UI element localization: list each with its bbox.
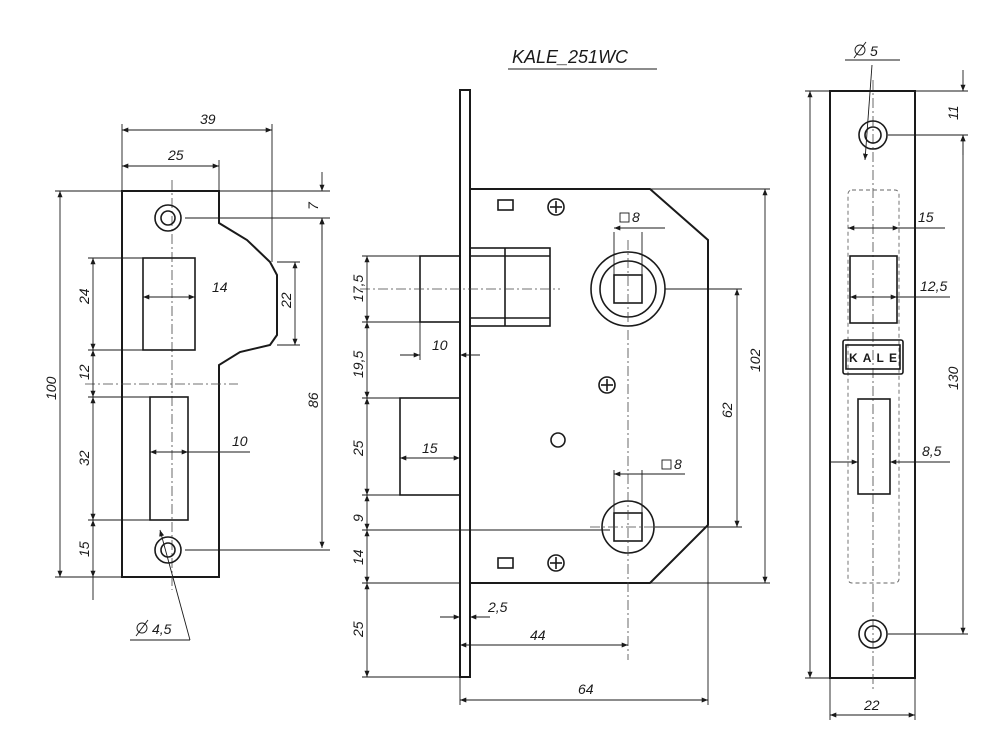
label-face-22: 22 bbox=[863, 697, 880, 713]
faceplate-hole-leader bbox=[862, 64, 873, 161]
label-22: 22 bbox=[278, 292, 294, 309]
label-44: 44 bbox=[530, 627, 546, 643]
label-32: 32 bbox=[76, 450, 92, 466]
pin-hole bbox=[550, 432, 566, 448]
label-body-15: 15 bbox=[422, 440, 438, 456]
lock-body: 8 8 102 62 17,5 19,5 25 9 14 25 bbox=[350, 89, 770, 705]
strike-plate: 39 25 7 86 22 100 24 12 32 15 14 bbox=[43, 111, 330, 641]
label-12: 12 bbox=[76, 364, 92, 380]
label-strike-10: 10 bbox=[232, 433, 248, 449]
label-8-5: 8,5 bbox=[922, 443, 942, 459]
label-25-b: 25 bbox=[350, 621, 366, 638]
label-15: 15 bbox=[76, 541, 92, 557]
label-25: 25 bbox=[167, 147, 184, 163]
bolt-opening-face bbox=[857, 398, 891, 495]
strike-top-screw-hole bbox=[154, 204, 182, 232]
faceplate: KALE 5 11 130 15 12,5 8,5 22 bbox=[805, 41, 968, 720]
diameter-symbol bbox=[136, 622, 148, 634]
label-64: 64 bbox=[578, 681, 594, 697]
label-body-14: 14 bbox=[350, 549, 366, 565]
label-102: 102 bbox=[747, 348, 763, 372]
latch-opening bbox=[142, 257, 196, 351]
case-outline-hidden bbox=[847, 189, 900, 584]
label-130: 130 bbox=[945, 366, 961, 390]
label-face-15: 15 bbox=[918, 209, 934, 225]
latch-housing bbox=[469, 247, 551, 327]
label-24: 24 bbox=[76, 288, 92, 305]
label-9: 9 bbox=[350, 514, 366, 522]
label-100: 100 bbox=[43, 376, 59, 400]
deadbolt bbox=[399, 397, 461, 496]
label-25-a: 25 bbox=[350, 440, 366, 457]
label-62: 62 bbox=[719, 402, 735, 418]
label-11: 11 bbox=[945, 105, 961, 120]
label-body-10: 10 bbox=[432, 337, 448, 353]
label-14: 14 bbox=[212, 279, 228, 295]
label-7: 7 bbox=[305, 201, 321, 210]
label-19-5: 19,5 bbox=[350, 351, 366, 378]
label-17-5: 17,5 bbox=[350, 275, 366, 302]
strike-plate-outline bbox=[121, 190, 278, 578]
bottom-screw-icon bbox=[547, 554, 565, 572]
label-2-5: 2,5 bbox=[487, 599, 508, 615]
top-slot bbox=[497, 199, 514, 211]
strike-bottom-screw-hole bbox=[154, 536, 182, 564]
drawing-title: KALE_251WC bbox=[512, 47, 629, 67]
label-12-5: 12,5 bbox=[920, 278, 947, 294]
faceplate-top-screw-hole bbox=[858, 120, 888, 150]
top-screw-icon bbox=[547, 198, 565, 216]
hole-leader bbox=[159, 529, 191, 641]
label-hole-5: 5 bbox=[870, 43, 878, 59]
bolt-opening bbox=[149, 396, 189, 521]
faceplate-outline bbox=[829, 90, 916, 679]
bottom-slot bbox=[497, 557, 514, 569]
latch-opening-face bbox=[849, 255, 898, 324]
middle-screw-icon bbox=[598, 376, 616, 394]
label-hole-4-5: 4,5 bbox=[152, 621, 172, 637]
lock-faceplate-edge bbox=[459, 89, 471, 678]
label-86: 86 bbox=[305, 392, 321, 408]
label-square-8-top: 8 bbox=[632, 209, 640, 225]
faceplate-bottom-screw-hole bbox=[858, 619, 888, 649]
label-square-8-bottom: 8 bbox=[674, 456, 682, 472]
label-39: 39 bbox=[200, 111, 216, 127]
